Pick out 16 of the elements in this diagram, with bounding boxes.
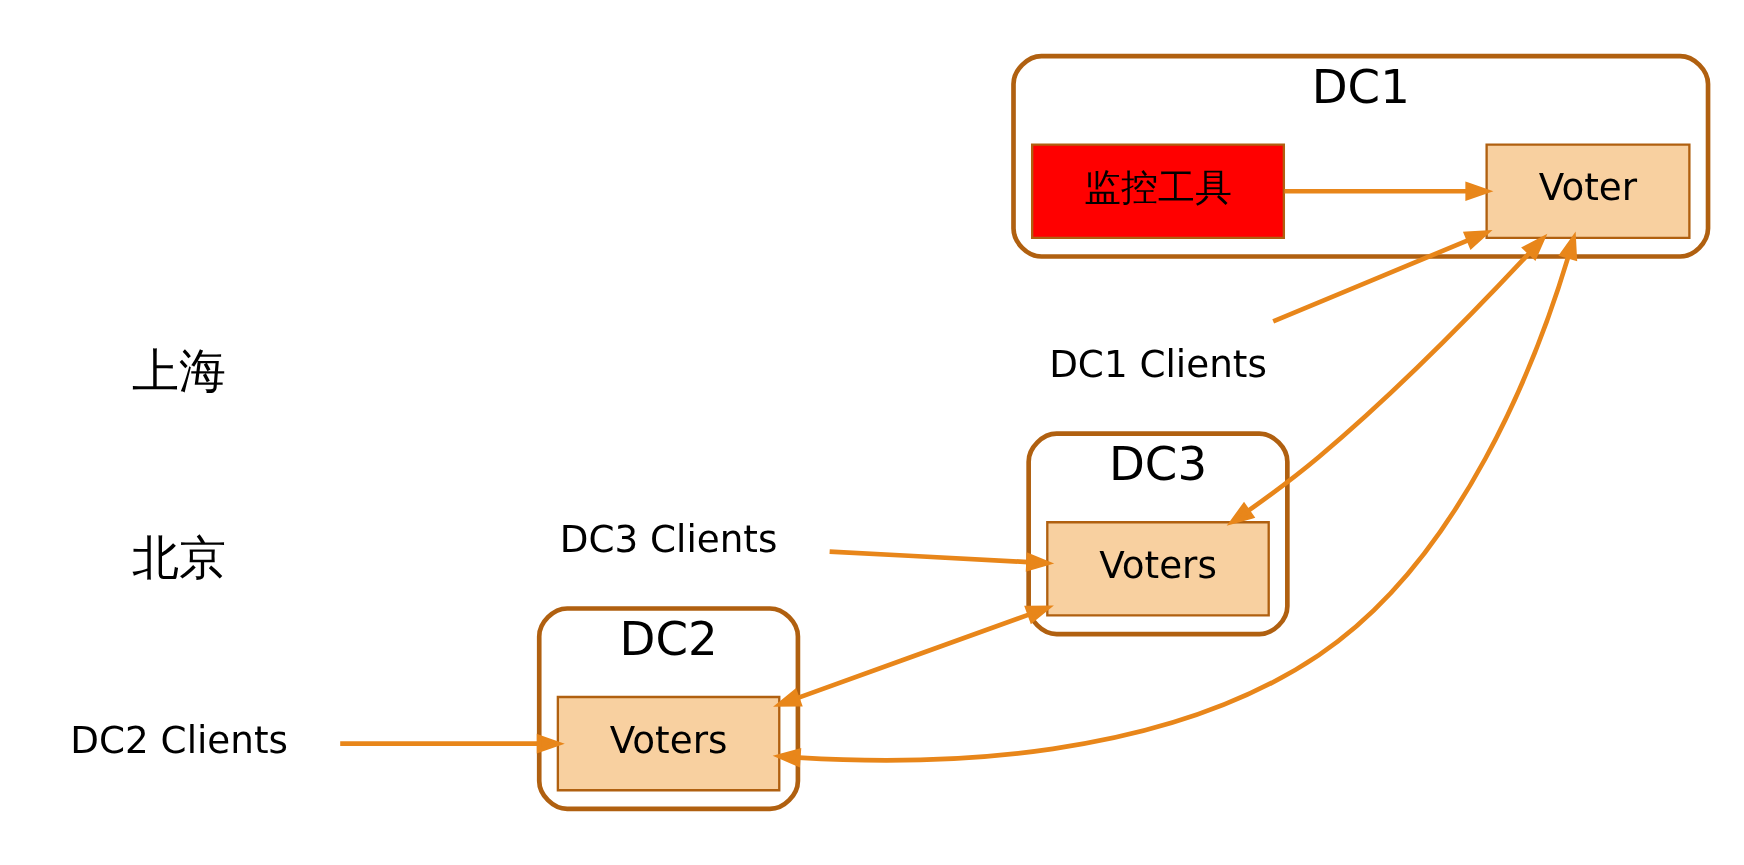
arrow <box>1284 181 1493 202</box>
arrow <box>339 733 565 754</box>
node-box: 监控工具 <box>1030 143 1285 240</box>
node-box: Voters <box>1045 521 1270 617</box>
label: 上海 <box>131 344 226 399</box>
node-text: DC2 Clients <box>69 717 288 762</box>
arrow <box>772 605 1054 707</box>
label: 北京 <box>131 530 226 585</box>
arrow <box>829 549 1054 572</box>
arrow <box>1226 233 1547 526</box>
node-box: Voter <box>1484 143 1691 240</box>
node-box: Voters <box>556 695 780 792</box>
node-text: DC3 Clients <box>559 517 777 562</box>
node-text: DC1 Clients <box>1048 342 1267 387</box>
arrow <box>772 231 1577 768</box>
arrow <box>1271 230 1493 324</box>
